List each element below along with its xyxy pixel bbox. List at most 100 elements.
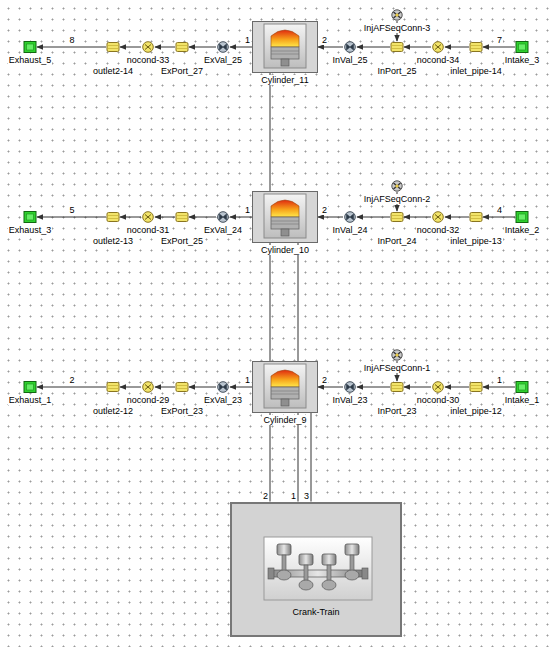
injector-connection-icon: [390, 180, 404, 192]
component-label: ExPort_23: [160, 406, 204, 416]
valve-connection: ExVal_25: [216, 41, 230, 53]
component-label: outlet2-14: [92, 66, 134, 76]
valve-connection-icon: [343, 381, 357, 393]
orifice-connection-icon: [141, 41, 155, 53]
port-number: 2: [321, 35, 328, 45]
end-environment: Exhaust_1: [23, 381, 37, 393]
component-label: Exhaust_1: [8, 395, 53, 405]
end-environment-icon: [23, 41, 37, 53]
component-label: Cylinder_11: [260, 75, 309, 85]
component-label: Exhaust_5: [8, 55, 53, 65]
pipe-component: InPort_24: [390, 211, 404, 223]
connector: [230, 387, 252, 388]
component-label: Crank-Train: [291, 607, 340, 617]
pipe-component-icon: [390, 381, 404, 393]
connector: [483, 217, 515, 218]
pipe-component: ExPort_23: [175, 381, 189, 393]
engine-cylinder-icon: [252, 361, 318, 413]
pipe-component-icon: [175, 41, 189, 53]
port-number: 2: [321, 205, 328, 215]
end-environment: Exhaust_5: [23, 41, 37, 53]
crank-train: Crank-Train: [230, 502, 402, 637]
injector-connection: InjAFSeqConn-2: [390, 180, 404, 192]
component-label: inlet_pipe-12: [449, 406, 503, 416]
orifice-connection-icon: [431, 211, 445, 223]
connector: [445, 387, 469, 388]
component-label: outlet2-12: [92, 406, 134, 416]
port-number: 2: [321, 375, 328, 385]
connector: [318, 217, 343, 218]
connection-number: 2: [69, 375, 76, 385]
connector: [189, 387, 216, 388]
connector: [230, 47, 252, 48]
connector: [230, 217, 252, 218]
connector: [311, 413, 312, 502]
component-label: ExPort_27: [160, 66, 204, 76]
end-environment: Intake_2: [515, 211, 529, 223]
pipe-component-icon: [106, 381, 120, 393]
connector: [357, 387, 390, 388]
valve-connection: InVal_23: [343, 381, 357, 393]
end-environment-icon: [515, 211, 529, 223]
end-environment-icon: [515, 381, 529, 393]
valve-connection-icon: [216, 41, 230, 53]
component-label: Exhaust_3: [8, 225, 53, 235]
connector: [37, 217, 106, 218]
component-label: Cylinder_9: [262, 415, 307, 425]
end-environment: Intake_1: [515, 381, 529, 393]
pipe-component: outlet2-14: [106, 41, 120, 53]
orifice-connection-icon: [141, 381, 155, 393]
valve-connection: ExVal_23: [216, 381, 230, 393]
component-label: outlet2-13: [92, 236, 134, 246]
valve-connection: InVal_24: [343, 211, 357, 223]
component-label: nocond-30: [416, 395, 461, 405]
port-number: 1: [244, 35, 251, 45]
connector: [270, 73, 271, 502]
orifice-connection: nocond-30: [431, 381, 445, 393]
pipe-component-icon: [390, 41, 404, 53]
pipe-component: inlet_pipe-14: [469, 41, 483, 53]
connector: [155, 47, 175, 48]
valve-connection-icon: [343, 211, 357, 223]
end-environment: Intake_3: [515, 41, 529, 53]
connector: [37, 47, 106, 48]
component-label: ExPort_25: [160, 236, 204, 246]
connector: [155, 387, 175, 388]
connector: [483, 47, 515, 48]
connector: [120, 217, 141, 218]
port-number: 1: [244, 205, 251, 215]
component-label: InPort_25: [376, 66, 417, 76]
connection-number: 7: [496, 35, 503, 45]
connection-number: 3: [303, 491, 310, 501]
orifice-connection: nocond-34: [431, 41, 445, 53]
pipe-component-icon: [106, 211, 120, 223]
end-environment-icon: [23, 211, 37, 223]
pipe-component: inlet_pipe-13: [469, 211, 483, 223]
engine-cylinder-icon: [252, 191, 318, 243]
orifice-connection: nocond-32: [431, 211, 445, 223]
component-label: InPort_23: [376, 406, 417, 416]
connector: [155, 217, 175, 218]
orifice-connection-icon: [431, 381, 445, 393]
port-number: 1: [244, 375, 251, 385]
component-label: nocond-31: [126, 225, 171, 235]
injector-connection-icon: [390, 9, 404, 21]
connector: [357, 217, 390, 218]
component-label: ExVal_23: [203, 395, 243, 405]
component-label: InjAFSeqConn-3: [363, 23, 432, 33]
component-label: InjAFSeqConn-2: [363, 194, 432, 204]
pipe-component: ExPort_27: [175, 41, 189, 53]
injector-connection: InjAFSeqConn-3: [390, 9, 404, 21]
connection-number: 1: [290, 491, 297, 501]
orifice-connection: nocond-29: [141, 381, 155, 393]
component-label: nocond-33: [126, 55, 171, 65]
connector: [318, 387, 343, 388]
engine-cylinder: Cylinder_10: [252, 191, 318, 243]
valve-connection-icon: [216, 381, 230, 393]
connector: [318, 47, 343, 48]
pipe-component-icon: [469, 381, 483, 393]
connector: [404, 387, 431, 388]
component-label: inlet_pipe-14: [449, 66, 503, 76]
end-environment-icon: [23, 381, 37, 393]
connector: [445, 47, 469, 48]
